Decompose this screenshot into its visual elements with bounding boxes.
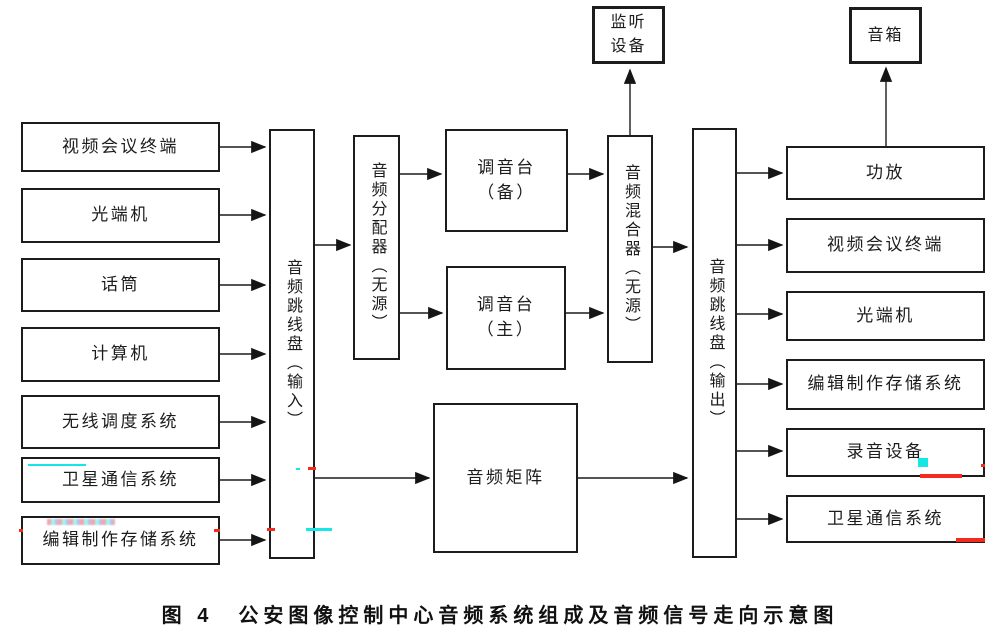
input-patch-panel: 音频跳线盘（输入） [269,129,315,559]
source-edit-storage-system: 编辑制作存储系统 [21,516,220,565]
scan-artifact [28,464,86,466]
audio-distributor-passive: 音频分配器（无源） [353,135,400,360]
dest-power-amplifier: 功放 [786,146,985,200]
scan-artifact [47,519,115,525]
source-microphone: 话筒 [21,258,220,312]
console-backup-box: 调音台 （备） [445,129,568,232]
scan-artifact [920,474,962,478]
scan-artifact [956,538,985,542]
scan-artifact [267,528,275,531]
scan-artifact [214,529,220,532]
scan-artifact [306,528,332,531]
scan-artifact [308,467,316,470]
dest-video-conference-terminal: 视频会议终端 [786,218,985,273]
dest-optical-terminal: 光端机 [786,291,985,341]
scan-artifact [918,458,928,467]
scan-artifact [19,529,23,532]
dest-recording-device: 录音设备 [786,428,985,477]
console-main-box: 调音台 （主） [446,266,566,370]
source-wireless-dispatch-system: 无线调度系统 [21,395,220,449]
source-video-conference-terminal: 视频会议终端 [21,122,220,172]
scan-artifact [981,464,985,467]
dest-edit-storage-system: 编辑制作存储系统 [786,359,985,410]
monitor-device-box: 监听 设备 [592,6,665,64]
figure-caption: 图 4 公安图像控制中心音频系统组成及音频信号走向示意图 [161,605,839,627]
speaker-box: 音箱 [849,7,922,64]
audio-mixer-passive: 音频混合器（无源） [607,135,653,363]
source-optical-terminal: 光端机 [21,188,220,243]
dest-satellite-comm-system: 卫星通信系统 [786,495,985,543]
audio-matrix-box: 音频矩阵 [433,403,578,553]
output-patch-panel: 音频跳线盘（输出） [692,128,737,558]
scan-artifact [296,468,300,470]
source-computer: 计算机 [21,327,220,382]
